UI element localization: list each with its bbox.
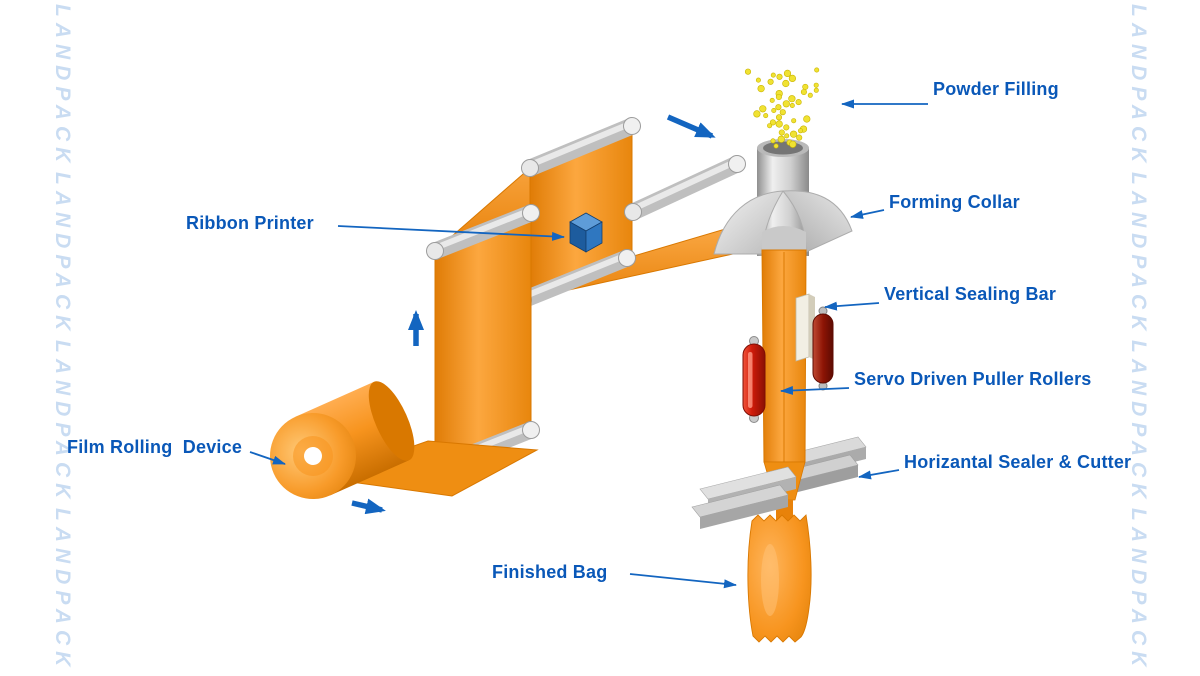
powder-particle: [770, 72, 776, 78]
powder-particle: [775, 120, 783, 128]
powder-particle: [757, 84, 765, 93]
roller-end-cap: [426, 242, 444, 260]
watermark-text: LANDPACK: [1127, 508, 1150, 673]
powder-particle: [767, 123, 773, 129]
powder-particle: [789, 103, 795, 109]
powder-particle: [796, 134, 803, 141]
powder-particle: [777, 135, 785, 143]
label-arrow-forming-collar: [850, 209, 885, 219]
label-arrow-film-rolling-device: [249, 451, 286, 465]
puller-roller-right: [812, 306, 834, 391]
powder-particle: [773, 143, 779, 149]
puller-roller-left: [742, 336, 766, 423]
powder-particles: [744, 67, 820, 149]
powder-particle: [763, 113, 769, 119]
roller-end-cap: [728, 155, 746, 173]
powder-particle: [775, 104, 782, 111]
powder-particle: [759, 105, 767, 113]
watermark-text: LANDPACK: [1127, 4, 1150, 169]
label-forming-collar: Forming Collar: [889, 192, 1020, 212]
powder-particle: [753, 110, 761, 118]
powder-particle: [783, 124, 790, 131]
label-arrow-vertical-sealing-bar: [824, 301, 880, 311]
label-finished-bag: Finished Bag: [492, 562, 608, 582]
powder-particle: [784, 133, 790, 139]
powder-particle: [782, 100, 790, 108]
guide-roller-top: [521, 117, 641, 177]
tube-mouth-opening: [763, 141, 803, 155]
film-flow-arrows: [351, 114, 716, 515]
watermark-text: LANDPACK: [1127, 340, 1150, 505]
film-roll-back-face: [368, 381, 415, 461]
roller-end-cap: [618, 249, 636, 267]
powder-particle: [779, 109, 786, 116]
roller-end-cap: [522, 421, 540, 439]
ribbon-printer-device: [569, 212, 603, 253]
powder-particle: [813, 82, 819, 88]
powder-particle: [788, 95, 796, 103]
powder-particle: [788, 74, 797, 82]
watermark-text: LANDPACK: [1127, 172, 1150, 337]
label-arrow-finished-bag: [629, 573, 737, 589]
powder-particle: [789, 140, 797, 148]
label-film-rolling-device: Film Rolling Device: [67, 437, 243, 457]
label-arrow-horizontal-sealer: [858, 469, 900, 480]
powder-particle: [803, 115, 811, 123]
powder-particle: [802, 83, 809, 90]
watermark-text: LANDPACK: [51, 508, 74, 673]
film-roll-core: [304, 447, 322, 465]
powder-particle: [791, 118, 797, 124]
finished-bag-shape: [747, 514, 812, 643]
roller-end-cap: [521, 159, 539, 177]
guide-roller-strip-top: [426, 204, 540, 260]
roller-end-cap: [522, 204, 540, 222]
forming-collar: [713, 190, 853, 255]
flow-arrow-bottom: [351, 498, 386, 515]
powder-particle: [771, 108, 777, 114]
powder-particle: [744, 68, 752, 75]
powder-particle: [775, 114, 783, 121]
label-arrow-ribbon-printer: [337, 225, 565, 241]
powder-particle: [776, 73, 783, 80]
powder-particle: [775, 93, 782, 101]
guide-roller-long: [624, 155, 746, 221]
powder-particle: [789, 130, 798, 138]
powder-particle: [778, 129, 785, 136]
powder-particle: [755, 77, 761, 83]
label-horizontal-sealer-cutter: Horizantal Sealer & Cutter: [904, 452, 1132, 472]
powder-particle: [769, 97, 775, 103]
powder-particle: [770, 138, 776, 144]
powder-particle: [769, 119, 776, 126]
roller-end-cap: [623, 117, 641, 135]
flow-arrow-top: [666, 114, 716, 139]
label-powder-filling: Powder Filling: [933, 79, 1059, 99]
roller-end-cap: [624, 203, 642, 221]
film-roll: [270, 381, 415, 499]
powder-particle: [807, 92, 813, 98]
label-arrow-puller-rollers: [780, 385, 850, 395]
label-ribbon-printer: Ribbon Printer: [186, 213, 314, 233]
watermark-text: LANDPACK: [51, 4, 74, 169]
powder-particle: [782, 79, 790, 88]
powder-particle: [797, 128, 803, 134]
bag-highlight: [761, 544, 779, 616]
powder-particle: [814, 67, 820, 73]
label-vertical-sealing-bar: Vertical Sealing Bar: [884, 284, 1057, 304]
vertical-sealing-bar-device: [795, 293, 815, 362]
powder-particle: [795, 99, 802, 106]
puller-highlight: [748, 352, 753, 408]
watermark-text: LANDPACK: [51, 172, 74, 337]
collar-center: [762, 226, 806, 254]
label-arrows: [249, 99, 928, 589]
watermark-text: LANDPACK: [51, 340, 74, 505]
powder-particle: [783, 69, 792, 77]
horizontal-sealer-front: [691, 466, 797, 529]
powder-particle: [800, 88, 807, 96]
powder-particle: [767, 78, 774, 85]
label-servo-driven-puller-rollers: Servo Driven Puller Rollers: [854, 369, 1092, 389]
powder-particle: [813, 87, 819, 93]
